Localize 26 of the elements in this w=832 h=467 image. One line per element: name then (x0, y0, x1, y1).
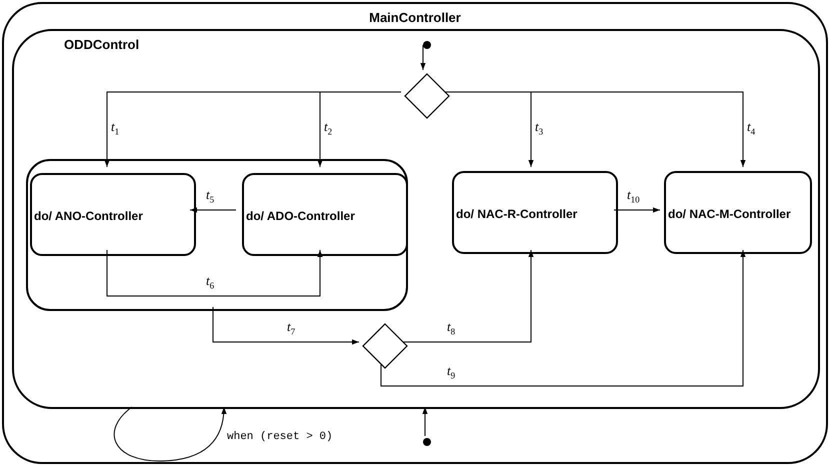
state-name: ODDControl (64, 37, 140, 52)
state-box (452, 171, 618, 254)
state-name: MainController (368, 10, 462, 25)
state-label: do/ ANO-Controller (34, 209, 144, 223)
state-label: do/ NAC-R-Controller (456, 207, 578, 221)
state-box (664, 171, 812, 254)
transition-arrow (106, 250, 323, 296)
transition-arrow (212, 306, 360, 345)
transition-arrow (114, 406, 226, 462)
transition-arrow (317, 92, 402, 168)
state-label: do/ ADO-Controller (246, 209, 356, 223)
edge-label: when (reset > 0) (226, 430, 334, 444)
state-label: do/ NAC-M-Controller (668, 207, 792, 221)
transition-arrow (380, 250, 746, 386)
initial-dot (423, 438, 431, 446)
transition-arrow (444, 92, 746, 168)
initial-dot (423, 41, 431, 49)
transition-arrow (422, 406, 428, 436)
transition-arrow (402, 250, 534, 342)
transition-arrow (614, 207, 660, 213)
state-box (242, 173, 408, 256)
transition-arrow (420, 44, 426, 70)
state-group (26, 159, 408, 311)
transition-arrow (190, 207, 236, 213)
state-box (30, 173, 196, 256)
composite-state (12, 29, 820, 409)
